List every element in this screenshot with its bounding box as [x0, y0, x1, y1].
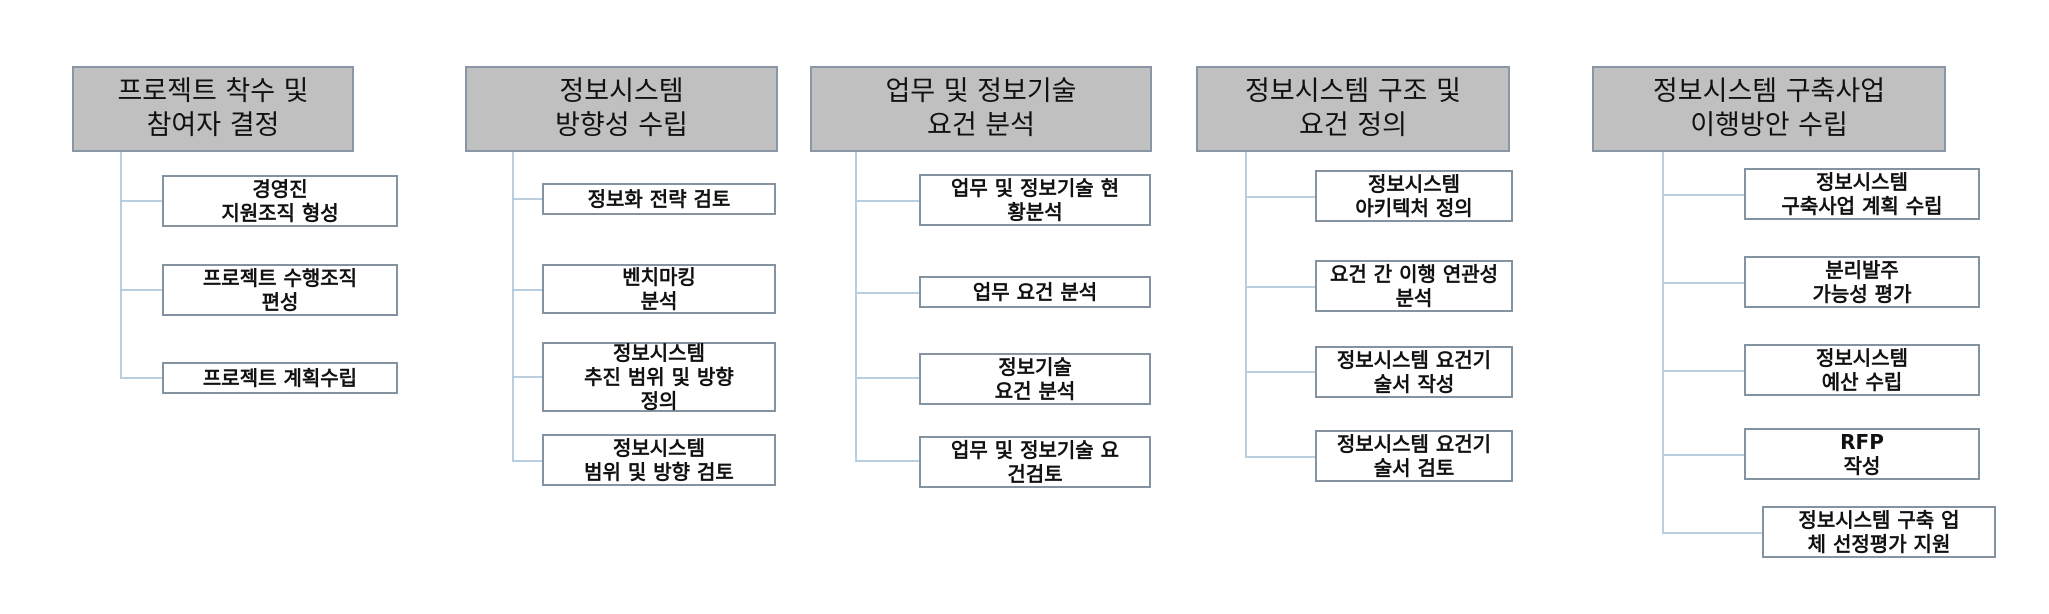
- task-box: 정보시스템 구축사업 계획 수립: [1744, 168, 1980, 220]
- connector-branch: [120, 200, 162, 202]
- connector-branch: [1662, 282, 1744, 284]
- connector-branch: [855, 292, 919, 294]
- task-box: 벤치마킹 분석: [542, 264, 776, 314]
- task-box: 정보시스템 요건기 술서 검토: [1315, 430, 1513, 482]
- connector-branch: [512, 376, 542, 378]
- task-box: 정보시스템 범위 및 방향 검토: [542, 434, 776, 486]
- connector-branch: [512, 460, 542, 462]
- connector-branch: [1245, 456, 1315, 458]
- connector-branch: [1662, 532, 1762, 534]
- connector-vertical: [1245, 152, 1247, 458]
- task-box: 경영진 지원조직 형성: [162, 175, 398, 227]
- connector-branch: [512, 198, 542, 200]
- task-box: RFP 작성: [1744, 428, 1980, 480]
- connector-branch: [1245, 286, 1315, 288]
- connector-vertical: [1662, 152, 1664, 534]
- task-box: 프로젝트 계획수립: [162, 362, 398, 394]
- phase-header-3: 업무 및 정보기술 요건 분석: [810, 66, 1152, 152]
- task-box: 업무 및 정보기술 현 황분석: [919, 174, 1151, 226]
- connector-branch: [855, 377, 919, 379]
- phase-header-5: 정보시스템 구축사업 이행방안 수립: [1592, 66, 1946, 152]
- connector-branch: [855, 460, 919, 462]
- connector-branch: [1662, 194, 1744, 196]
- connector-vertical: [512, 152, 514, 462]
- task-box: 요건 간 이행 연관성 분석: [1315, 260, 1513, 312]
- task-box: 업무 및 정보기술 요 건검토: [919, 436, 1151, 488]
- task-box: 정보시스템 예산 수립: [1744, 344, 1980, 396]
- task-box: 분리발주 가능성 평가: [1744, 256, 1980, 308]
- connector-vertical: [120, 152, 122, 378]
- connector-branch: [1662, 370, 1744, 372]
- phase-header-2: 정보시스템 방향성 수립: [465, 66, 778, 152]
- task-box: 정보시스템 요건기 술서 작성: [1315, 346, 1513, 398]
- task-box: 정보기술 요건 분석: [919, 353, 1151, 405]
- connector-branch: [855, 200, 919, 202]
- task-box: 업무 요건 분석: [919, 276, 1151, 308]
- connector-branch: [1245, 371, 1315, 373]
- task-box: 정보화 전략 검토: [542, 183, 776, 215]
- connector-branch: [120, 377, 162, 379]
- task-box: 정보시스템 아키텍처 정의: [1315, 170, 1513, 222]
- task-box: 정보시스템 구축 업 체 선정평가 지원: [1762, 506, 1996, 558]
- connector-branch: [1662, 454, 1744, 456]
- phase-header-4: 정보시스템 구조 및 요건 정의: [1196, 66, 1510, 152]
- connector-branch: [512, 289, 542, 291]
- connector-branch: [1245, 196, 1315, 198]
- phase-header-1: 프로젝트 착수 및 참여자 결정: [72, 66, 354, 152]
- connector-branch: [120, 289, 162, 291]
- connector-vertical: [855, 152, 857, 462]
- task-box: 프로젝트 수행조직 편성: [162, 264, 398, 316]
- task-box: 정보시스템 추진 범위 및 방향 정의: [542, 341, 776, 413]
